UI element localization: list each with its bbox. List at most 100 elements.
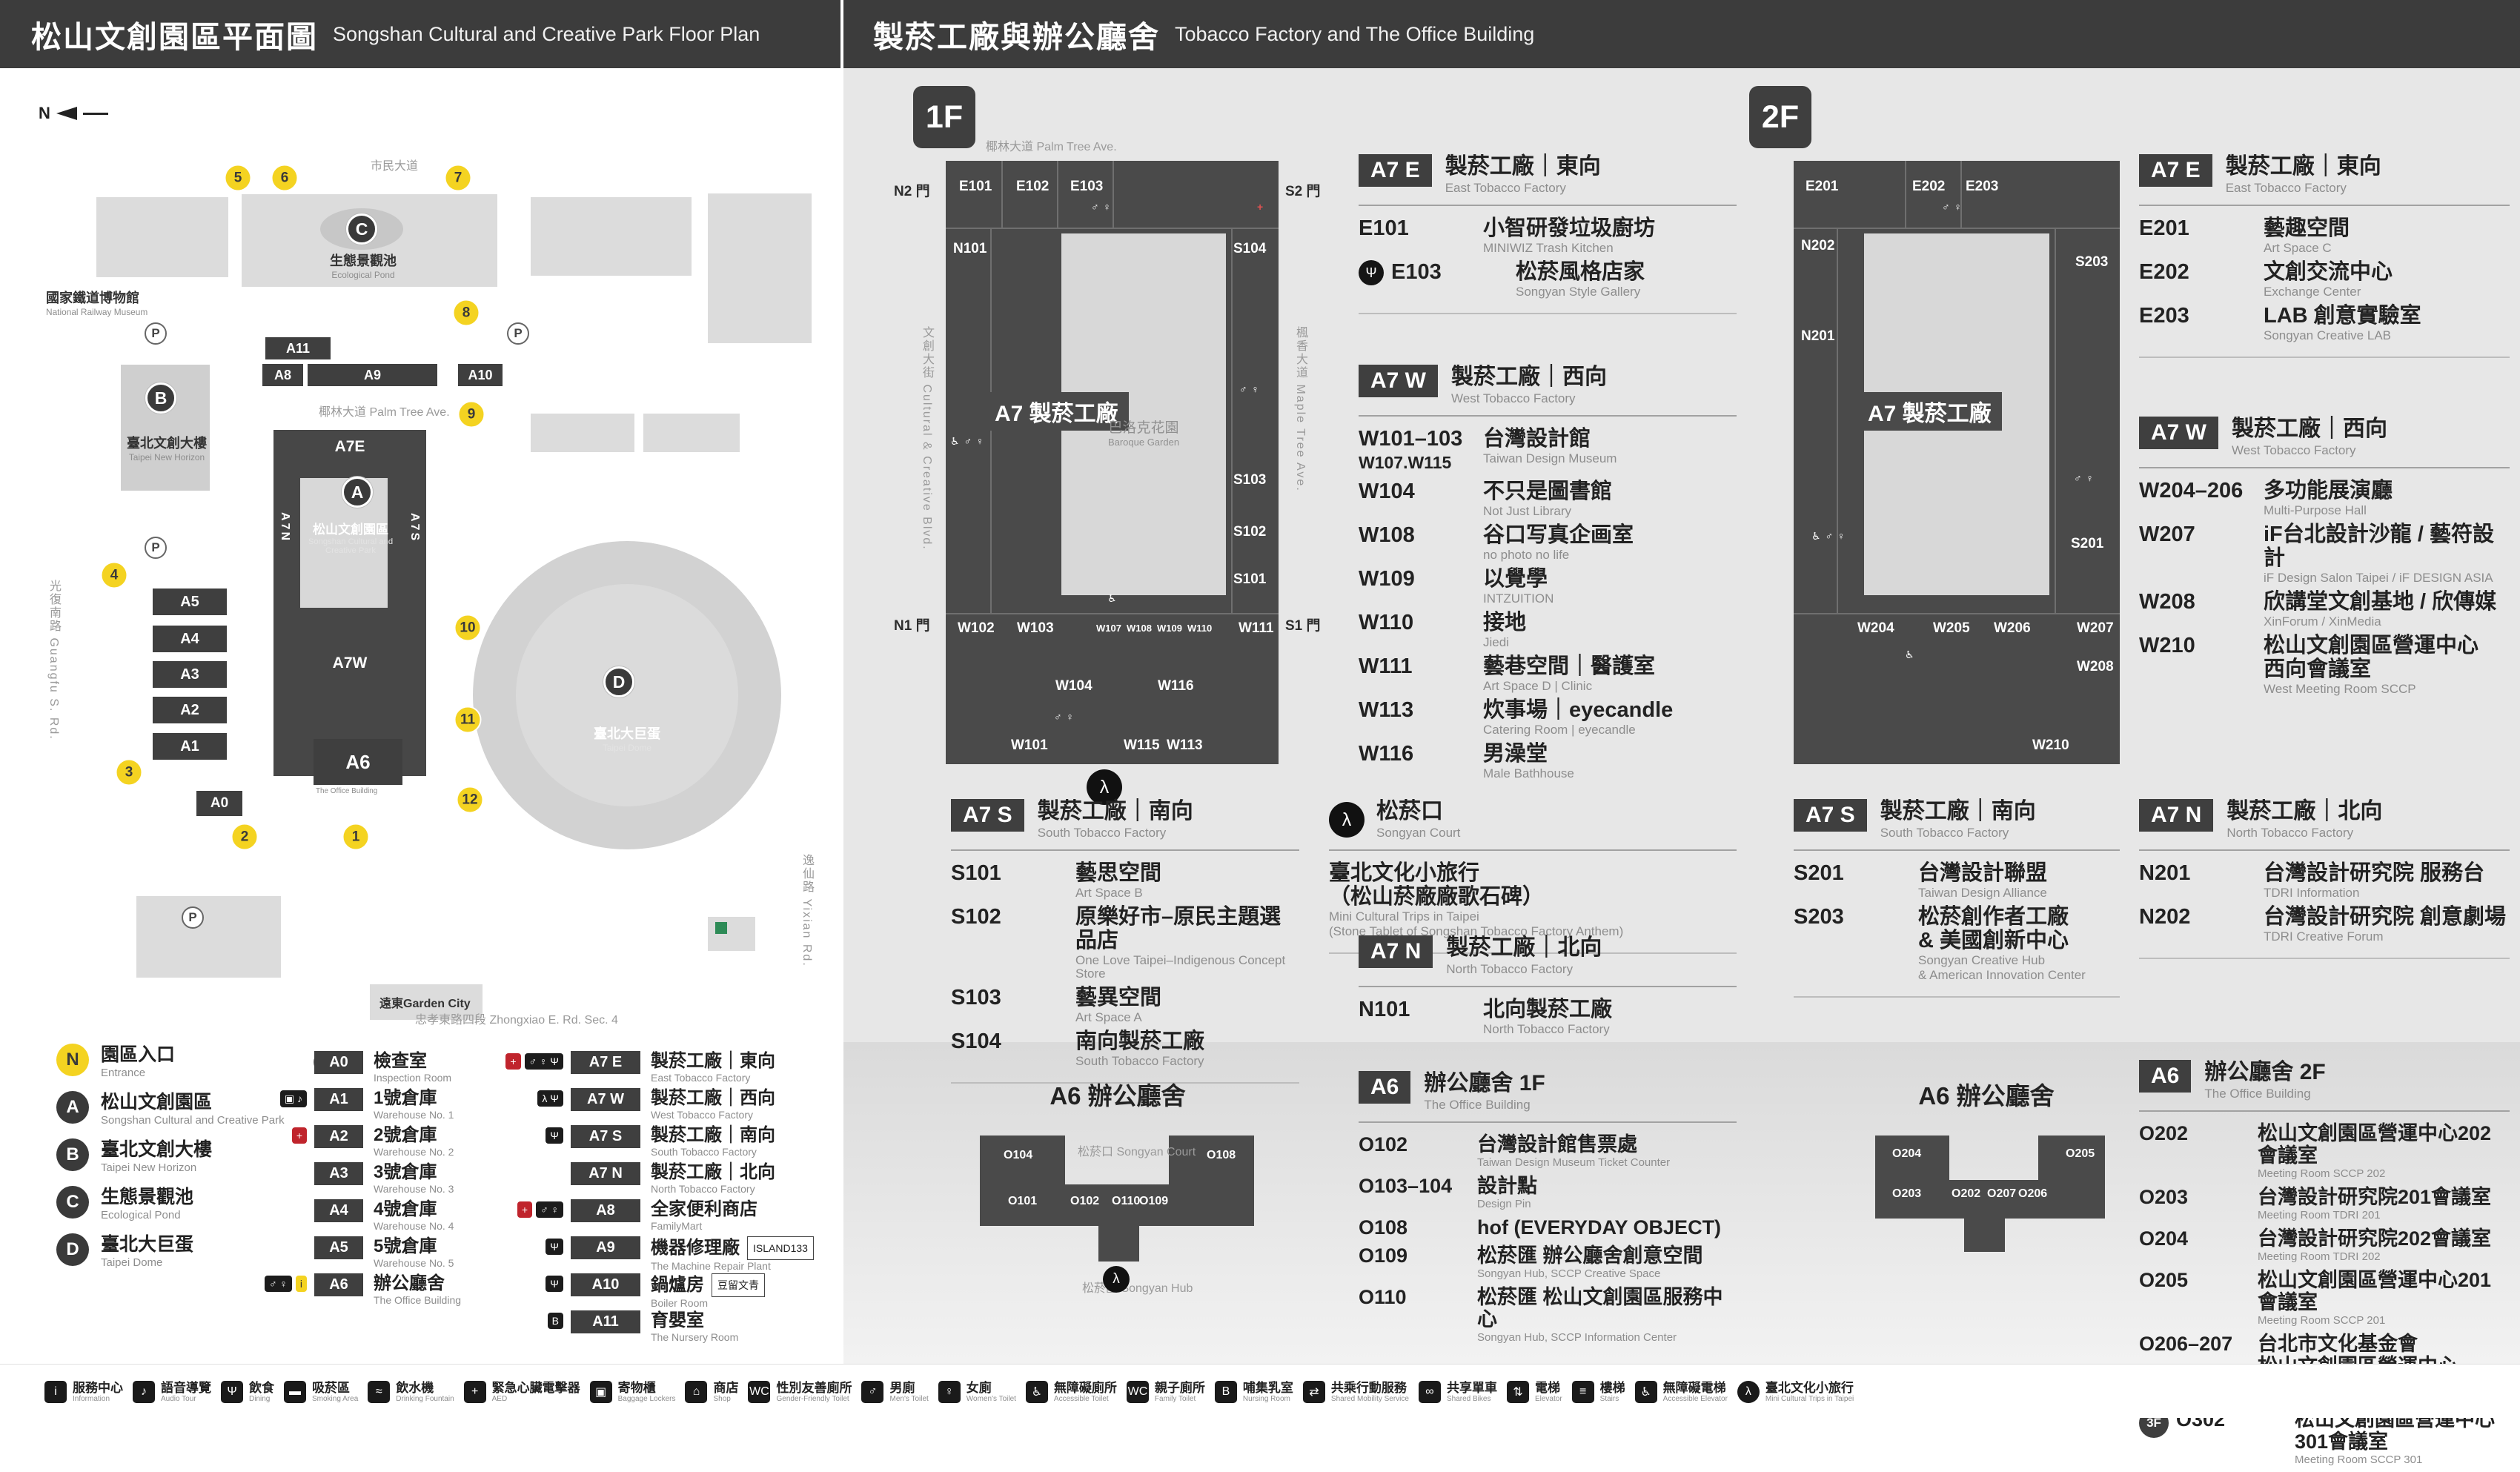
landmark-en: Ecological Pond [101, 1209, 181, 1221]
section-title-zh: 製菸工廠｜西向 [2232, 417, 2387, 441]
plan-room-label: N201 [1801, 328, 1835, 344]
map-label-en: National Railway Museum [46, 307, 148, 317]
amenity-zh: 電梯 [1534, 1381, 1560, 1395]
facility-icons: ▣ ♪ [279, 1090, 307, 1107]
map-building-label: A10 [458, 364, 503, 386]
room-code: S101 [951, 861, 1001, 885]
facility-icons: ♂ ♀ [1054, 711, 1075, 723]
room-code: W110 [1359, 611, 1414, 634]
building-zh: 3號倉庫 [374, 1162, 437, 1182]
section-2f-east: A7 E 製菸工廠｜東向 East Tobacco Factory E201 藝… [2139, 154, 2510, 358]
section-code: A7 W [1359, 365, 1438, 397]
map-block [715, 922, 727, 934]
amenity-item: ♿ 無障礙廁所 Accessible Toilet [1025, 1381, 1117, 1403]
amenity-item: ♿ 無障礙電梯 Accessible Elevator [1634, 1381, 1728, 1403]
building-code: A9 [571, 1236, 640, 1259]
plan-room-label: N202 [1801, 238, 1835, 253]
court-title-en: Songyan Court [1376, 826, 1461, 840]
map-label-zh: 國家鐵道博物館 [46, 291, 139, 305]
building-en: Warehouse No. 5 [374, 1257, 454, 1269]
amenity-item: i 服務中心 Information [44, 1381, 123, 1403]
map-label: 臺北大巨蛋 Taipei Dome [575, 723, 679, 753]
building-zh: 1號倉庫 [374, 1088, 437, 1108]
section-title-en: West Tobacco Factory [2232, 443, 2356, 457]
room-code: W109 [1359, 567, 1415, 591]
section-1f-west: A7 W 製菸工廠｜西向 West Tobacco Factory W101–1… [1359, 365, 1737, 786]
room-code: O109 [1359, 1244, 1408, 1267]
building-en: West Tobacco Factory [651, 1109, 753, 1121]
plan-wall [1837, 228, 1838, 613]
amenity-text: 性別友善廁所 Gender-Friendly Toilet [776, 1381, 852, 1403]
landmark-zh: 松山文創園區 [101, 1092, 213, 1113]
parking-icon: P [507, 322, 529, 345]
building-code: A11 [571, 1310, 640, 1333]
map-block [531, 197, 692, 276]
plan-wall [1231, 228, 1233, 613]
plan-room-label: W207 [2077, 620, 2114, 636]
section-title-en: East Tobacco Factory [1445, 181, 1566, 195]
amenity-en: Accessible Elevator [1662, 1395, 1728, 1403]
plan-room-label: S103 [1233, 472, 1267, 488]
amenity-text: 無障礙電梯 Accessible Elevator [1663, 1381, 1728, 1403]
plan-room-label: O110 [1112, 1195, 1141, 1207]
building-en: Warehouse No. 3 [374, 1183, 454, 1195]
section-code: A6 [1359, 1071, 1411, 1104]
plan-room-label: O206 [2018, 1187, 2048, 1200]
plan-room-label: O205 [2066, 1147, 2095, 1160]
landmark-marker: A [342, 477, 373, 508]
amenity-icon: B [1214, 1381, 1237, 1403]
plan-room-label: O101 [1008, 1195, 1038, 1207]
plan-room-label: W108 [1127, 623, 1152, 634]
left-title-en: Songshan Cultural and Creative Park Floo… [333, 22, 760, 45]
landmark-text: 生態景觀池 Ecological Pond [101, 1186, 294, 1221]
amenity-text: 電梯 Elevator [1535, 1381, 1562, 1403]
amenity-icon: Ψ [221, 1381, 243, 1403]
facility-icons: + [291, 1127, 307, 1144]
entrance-marker: 1 [342, 823, 370, 851]
legend-building-row: + A2 2號倉庫 Warehouse No. 2 [291, 1125, 537, 1162]
divider [2139, 205, 2510, 206]
section-title-zh: 辦公廳舍 2F [2204, 1060, 2326, 1084]
building-text: 辦公廳舍 The Office Building [374, 1273, 461, 1306]
section-2f-south: A7 S 製菸工廠｜南向 South Tobacco Factory S201 … [1794, 799, 2120, 998]
legend-landmark-row: B 臺北文創大樓 Taipei New Horizon [56, 1138, 301, 1174]
amenity-icon: ≈ [368, 1381, 391, 1403]
amenity-icon: ♿ [1634, 1381, 1657, 1403]
amenity-en: Shared Bikes [1446, 1395, 1491, 1403]
plan-wall [946, 613, 1279, 614]
plan-room-label: W210 [2032, 737, 2069, 753]
room-code: E203 [2139, 304, 2189, 328]
plan-room-label: E203 [1966, 179, 1999, 194]
a6-block [1875, 1180, 2105, 1219]
room-code: W208 [2139, 590, 2195, 614]
building-code: A10 [571, 1273, 640, 1296]
map-building-label: A0 [196, 791, 242, 816]
landmark-text: 松山文創園區 Songshan Cultural and Creative Pa… [101, 1091, 294, 1127]
entrance-marker: 10 [454, 614, 482, 642]
map-label-zh: 臺北文創大樓 [127, 436, 207, 451]
section-code: A7 E [1359, 154, 1432, 187]
building-text: 5號倉庫 Warehouse No. 5 [374, 1236, 454, 1269]
room-code: S103 [951, 986, 1001, 1009]
building-en: The Machine Repair Plant [651, 1260, 771, 1272]
landmark-zh: 臺北文創大樓 [101, 1139, 213, 1160]
section-1f-north: A7 N 製菸工廠｜北向 North Tobacco Factory N101 … [1359, 935, 1737, 1041]
plan-room-label: O108 [1207, 1149, 1236, 1161]
